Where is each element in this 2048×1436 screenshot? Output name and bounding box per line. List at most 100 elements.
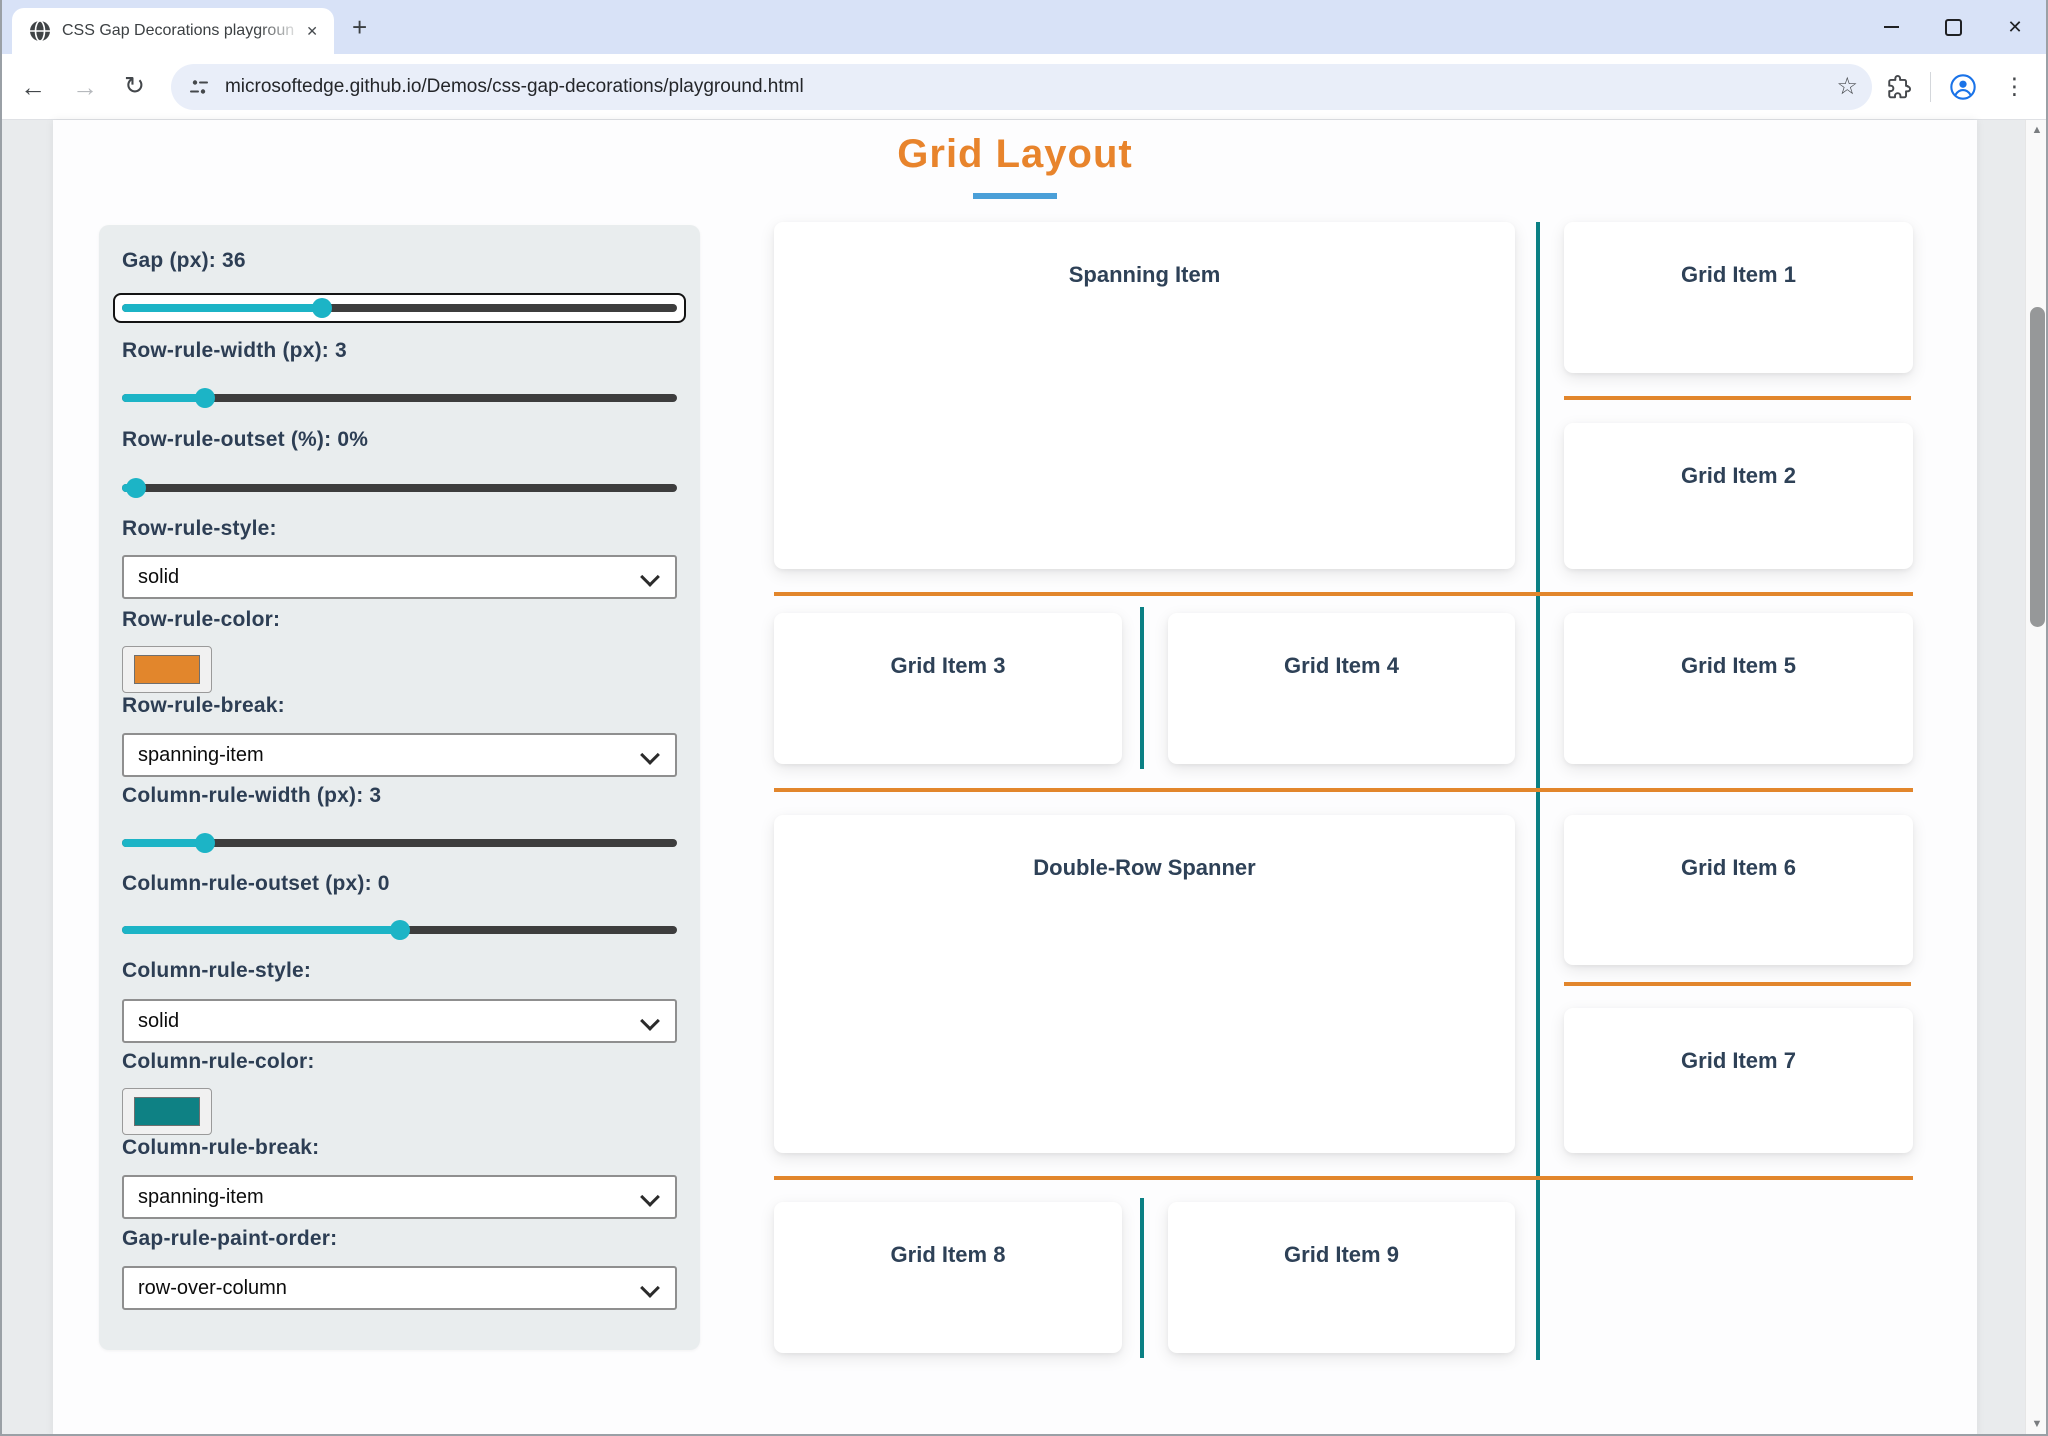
slider-track[interactable] (122, 484, 677, 492)
grid-card-3: Grid Item 3 (774, 613, 1122, 764)
row-rule-line (1564, 396, 1911, 400)
row-rule-line (774, 788, 1913, 792)
slider-thumb[interactable] (195, 388, 216, 408)
gap-rule-paint-order-select[interactable]: row-over-column (122, 1266, 677, 1310)
minimize-icon (1883, 26, 1899, 28)
window-minimize-button[interactable] (1860, 0, 1922, 54)
chevron-down-icon (640, 567, 660, 587)
column-rule-style-select[interactable]: solid (122, 999, 677, 1043)
globe-favicon-icon (28, 19, 52, 43)
select-value: spanning-item (138, 743, 264, 766)
card-label: Double-Row Spanner (1033, 855, 1256, 880)
color-chip-teal (134, 1097, 200, 1126)
grid-card-6: Grid Item 6 (1564, 815, 1913, 965)
row-rule-line (774, 1176, 1913, 1180)
color-chip-orange (134, 655, 200, 684)
slider-track[interactable] (122, 394, 677, 402)
window-edge (0, 0, 2, 1436)
toolbar-right-cluster: ⋮ (1886, 71, 2034, 102)
window-maximize-button[interactable] (1922, 0, 1984, 54)
back-icon[interactable]: ← (20, 71, 46, 102)
slider-track[interactable] (122, 839, 677, 847)
window-close-button[interactable]: ✕ (2007, 16, 2023, 37)
row-rule-style-label: Row-rule-style: (122, 517, 277, 540)
row-rule-style-select[interactable]: solid (122, 555, 677, 599)
browser-toolbar: ← → ↻ microsoftedge.github.io/Demos/css-… (0, 54, 2048, 120)
forward-icon[interactable]: → (72, 71, 98, 102)
card-label: Grid Item 5 (1681, 653, 1796, 678)
row-rule-break-label: Row-rule-break: (122, 694, 285, 717)
grid-card-8: Grid Item 8 (774, 1202, 1122, 1353)
row-rule-width-slider[interactable] (122, 388, 677, 408)
select-value: row-over-column (138, 1276, 287, 1299)
column-rule-width-slider[interactable] (122, 833, 677, 853)
card-label: Grid Item 2 (1681, 463, 1796, 488)
new-tab-button[interactable]: + (352, 12, 368, 42)
card-label: Grid Item 1 (1681, 262, 1796, 287)
bookmark-star-icon[interactable]: ☆ (1836, 73, 1858, 100)
browser-menu-icon[interactable]: ⋮ (2003, 73, 2026, 99)
window-controls: ✕ (1860, 0, 2046, 54)
card-label: Spanning Item (1068, 262, 1221, 287)
card-label: Grid Item 7 (1681, 1048, 1796, 1073)
chevron-down-icon (640, 1187, 660, 1207)
card-label: Grid Item 6 (1681, 855, 1796, 880)
browser-tab[interactable]: CSS Gap Decorations playgroun ✕ (12, 8, 334, 54)
row-rule-outset-slider[interactable] (122, 478, 677, 498)
row-rule-break-select[interactable]: spanning-item (122, 733, 677, 777)
column-rule-color-picker[interactable] (122, 1088, 212, 1135)
profile-avatar-icon[interactable] (1949, 73, 1977, 101)
slider-fill (122, 394, 206, 402)
slider-track[interactable] (122, 304, 677, 312)
column-rule-line (1140, 1198, 1144, 1358)
toolbar-separator (1930, 71, 1931, 102)
row-rule-color-label: Row-rule-color: (122, 608, 281, 631)
slider-thumb[interactable] (125, 478, 146, 498)
select-value: solid (138, 565, 180, 588)
slider-fill (122, 926, 400, 934)
grid-card-double-row-spanner: Double-Row Spanner (774, 815, 1515, 1153)
gap-rule-paint-order-label: Gap-rule-paint-order: (122, 1227, 338, 1250)
extensions-puzzle-icon[interactable] (1886, 74, 1912, 100)
chevron-down-icon (640, 745, 660, 765)
grid-card-7: Grid Item 7 (1564, 1008, 1913, 1153)
column-rule-outset-slider[interactable] (122, 920, 677, 940)
column-rule-line (1140, 607, 1144, 769)
column-rule-break-select[interactable]: spanning-item (122, 1175, 677, 1219)
window-edge (2046, 0, 2048, 1436)
content-container: Grid Layout Gap (px): 36 Row-rule-width … (53, 120, 1977, 1436)
address-bar[interactable]: microsoftedge.github.io/Demos/css-gap-de… (170, 63, 1872, 110)
controls-panel: Gap (px): 36 Row-rule-width (px): 3 Row-… (99, 225, 700, 1350)
grid-card-spanning-item: Spanning Item (774, 222, 1515, 569)
row-rule-width-label: Row-rule-width (px): 3 (122, 339, 347, 362)
maximize-icon (1944, 18, 1962, 36)
row-rule-color-picker[interactable] (122, 646, 212, 693)
slider-thumb[interactable] (311, 298, 332, 318)
grid-card-9: Grid Item 9 (1168, 1202, 1515, 1353)
window-edge (0, 1434, 2048, 1436)
reload-icon[interactable]: ↻ (124, 72, 145, 100)
scroll-down-icon[interactable]: ▼ (2031, 1418, 2043, 1430)
slider-thumb[interactable] (389, 920, 410, 940)
column-rule-style-label: Column-rule-style: (122, 959, 312, 982)
card-label: Grid Item 9 (1284, 1242, 1399, 1267)
scroll-up-icon[interactable]: ▲ (2031, 124, 2043, 136)
title-underline (973, 193, 1057, 199)
url-text[interactable]: microsoftedge.github.io/Demos/css-gap-de… (224, 75, 804, 97)
site-info-icon[interactable] (187, 75, 211, 99)
tab-strip: CSS Gap Decorations playgroun ✕ + ✕ (0, 0, 2048, 54)
vertical-scrollbar[interactable]: ▲ ▼ (2025, 120, 2048, 1436)
tab-close-icon[interactable]: ✕ (306, 22, 318, 39)
row-rule-line (774, 592, 1913, 596)
scrollbar-thumb[interactable] (2030, 307, 2045, 627)
slider-fill (122, 304, 322, 312)
slider-thumb[interactable] (195, 833, 216, 853)
grid-card-5: Grid Item 5 (1564, 613, 1913, 764)
chevron-down-icon (640, 1278, 660, 1298)
page-viewport: Grid Layout Gap (px): 36 Row-rule-width … (0, 120, 2048, 1436)
column-rule-color-label: Column-rule-color: (122, 1050, 315, 1073)
gap-slider[interactable] (113, 293, 686, 323)
page-title: Grid Layout (897, 132, 1133, 176)
select-value: spanning-item (138, 1185, 264, 1208)
card-label: Grid Item 3 (890, 653, 1006, 678)
